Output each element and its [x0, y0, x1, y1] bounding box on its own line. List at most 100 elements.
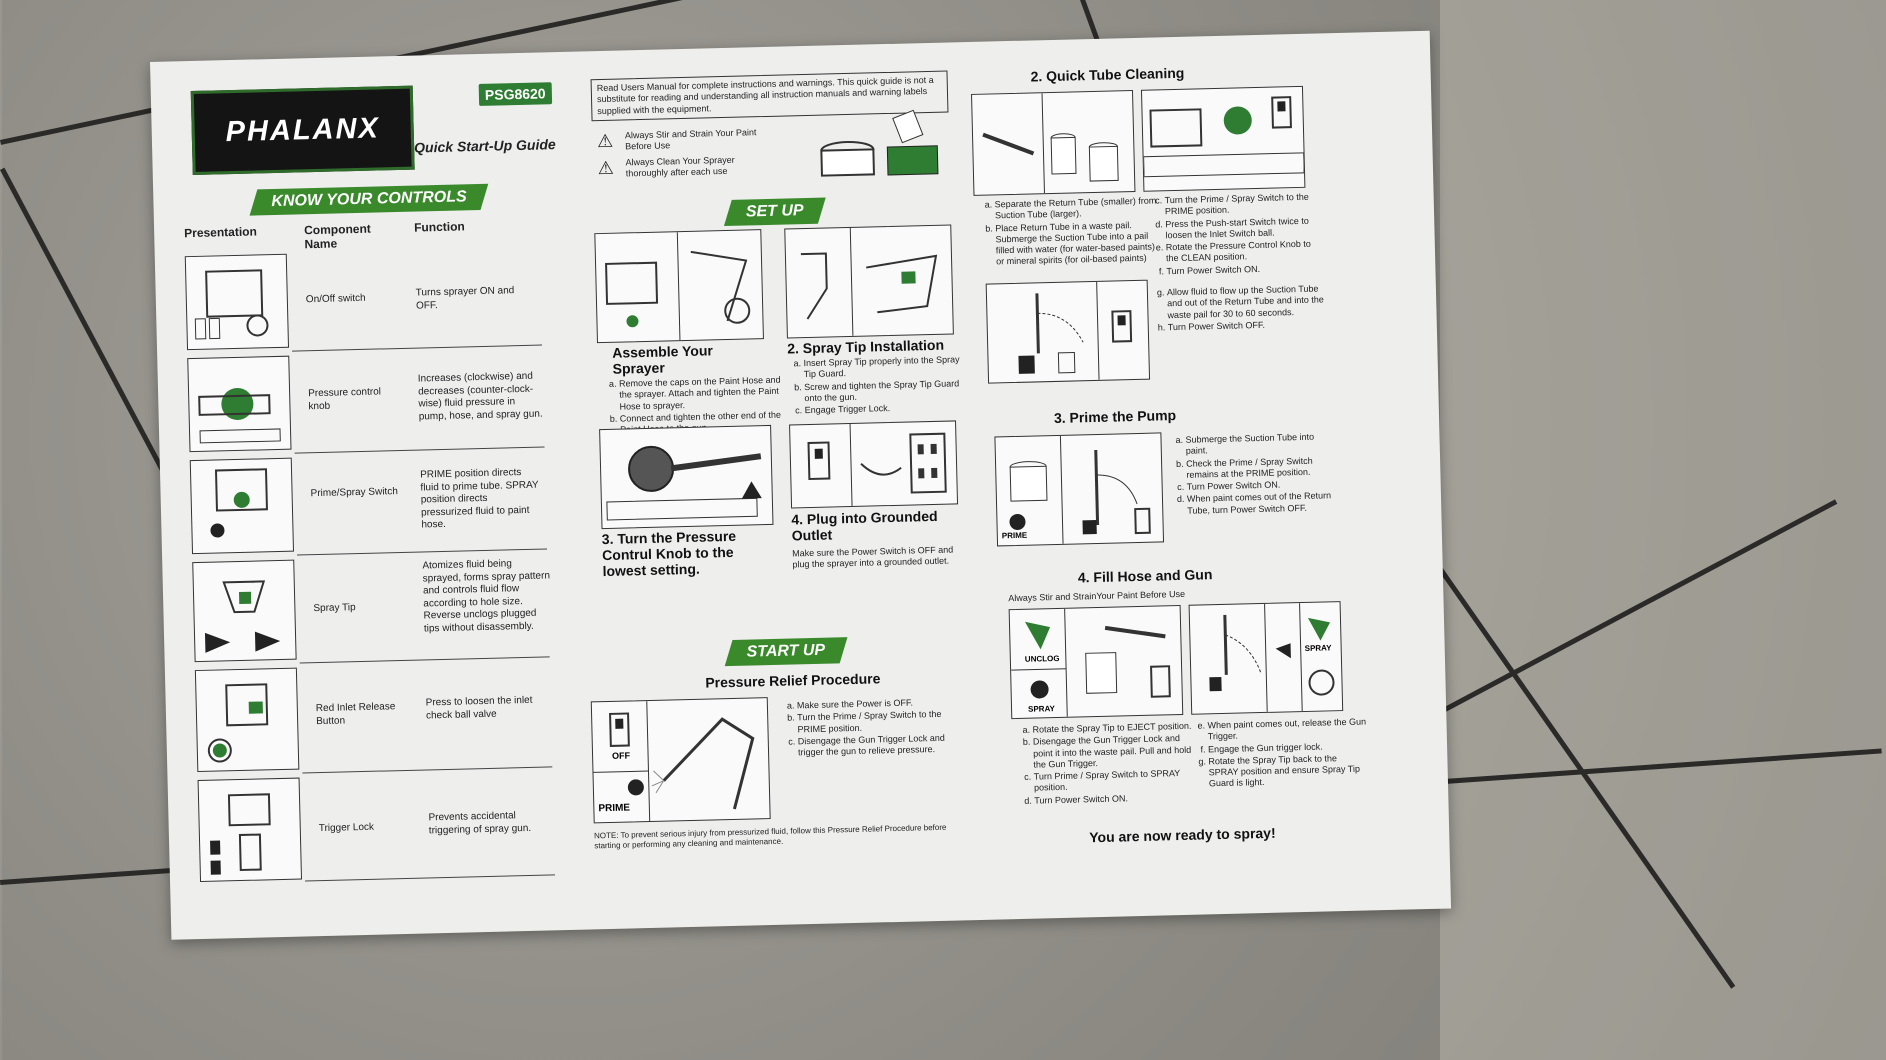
quick-start-sheet: PHALANX PSG8620 Quick Start-Up Guide KNO… [150, 30, 1452, 940]
fill-hose-steps-eg: When paint comes out, release the Gun Tr… [1191, 716, 1369, 791]
on-off-switch-illustration [184, 253, 290, 351]
relief-label-prime: PRIME [598, 802, 631, 815]
fill-spray-label-2: SPRAY [1304, 643, 1332, 653]
component-function: Turns sprayer ON and OFF. [415, 285, 515, 312]
tube-cleaning-gh-illustration [985, 279, 1151, 384]
component-name: Red Inlet Release Button [315, 701, 396, 727]
model-badge: PSG8620 [478, 82, 552, 106]
component-name: Spray Tip [313, 602, 356, 615]
spray-tip-install-illustration [784, 224, 954, 339]
pressure-relief-steps: Make sure the Power is OFF. Turn the Pri… [781, 696, 963, 760]
setup-banner: SET UP [723, 197, 826, 227]
step-text: Allow fluid to flow up the Suction Tube … [1167, 283, 1328, 321]
fill-hose-steps-ad: Rotate the Spray Tip to EJECT position. … [1016, 721, 1199, 808]
tube-cleaning-title: 2. Quick Tube Cleaning [1030, 64, 1185, 85]
floor-tile [1440, 0, 1886, 1060]
controls-row-5: Trigger Lock Prevents accidental trigger… [150, 31, 1430, 883]
assemble-title: Assemble Your Sprayer [612, 342, 714, 377]
row-divider [297, 548, 548, 556]
prime-spray-switch-illustration [189, 457, 295, 555]
warning-icon: ⚠ [596, 130, 614, 152]
step-text: Turn the Prime / Spray Switch to the PRI… [797, 709, 963, 736]
col-presentation: Presentation [184, 224, 258, 241]
pressure-relief-note: NOTE: To prevent serious injury from pre… [593, 822, 947, 851]
step-text: When paint comes out of the Return Tube,… [1187, 490, 1338, 516]
controls-row-2: Prime/Spray Switch PRIME position direct… [150, 31, 1430, 556]
tube-cleaning-ab-illustration [971, 89, 1136, 196]
row-divider [302, 766, 553, 774]
pressure-relief-illustration [590, 697, 771, 824]
spray-tip-install-title: 2. Spray Tip Installation [786, 336, 945, 357]
tube-cleaning-steps-gh: Allow fluid to flow up the Suction Tube … [1151, 283, 1328, 334]
step-text: Disengage the Gun Trigger Lock and trigg… [798, 732, 964, 759]
component-name: Prime/Spray Switch [310, 486, 398, 500]
turn-knob-title: 3. Turn the Pressure Contrul Knob to the… [601, 527, 737, 580]
controls-row-3: Spray Tip Atomizes fluid being sprayed, … [150, 31, 1430, 664]
step-text: Turn Prime / Spray Switch to SPRAY posit… [1034, 768, 1200, 795]
row-divider [294, 446, 545, 454]
component-function: Atomizes fluid being sprayed, forms spra… [422, 558, 551, 634]
fill-hose-title: 4. Fill Hose and Gun [1077, 566, 1213, 586]
prime-pump-title: 3. Prime the Pump [1053, 407, 1177, 427]
step-text: Rotate the Pressure Control Knob to the … [1166, 238, 1327, 264]
spray-tip-illustration [192, 559, 297, 663]
pressure-knob-lowest-illustration [599, 424, 774, 530]
warning-text: Always Stir and Strain Your Paint Before… [624, 127, 757, 152]
tube-cleaning-steps-cf: Turn the Prime / Spray Switch to the PRI… [1149, 191, 1327, 278]
controls-row-4: Red Inlet Release Button Press to loosen… [150, 31, 1430, 774]
component-name: Pressure control knob [308, 386, 382, 412]
plug-outlet-text: Make sure the Power Switch is OFF and pl… [792, 544, 954, 570]
component-name: Trigger Lock [318, 821, 375, 835]
fill-hose-eg-illustration [1188, 601, 1344, 715]
prime-label: PRIME [1001, 530, 1028, 541]
guide-title: Quick Start-Up Guide [413, 136, 556, 156]
col-function: Function [413, 219, 465, 235]
component-function: Press to loosen the inlet check ball val… [425, 694, 533, 721]
row-divider [305, 874, 555, 882]
unclog-label: UNCLOG [1024, 653, 1060, 664]
plug-outlet-illustration [789, 420, 959, 509]
pressure-relief-title: Pressure Relief Procedure [705, 670, 881, 691]
row-divider [292, 344, 543, 352]
component-function: Increases (clockwise) and decreases (cou… [417, 370, 543, 423]
brand-logo: PHALANX [190, 85, 415, 175]
warning-icon: ⚠ [597, 157, 615, 179]
trigger-lock-illustration [197, 777, 303, 883]
component-function: Prevents accidental triggering of spray … [428, 810, 532, 836]
row-divider [299, 656, 550, 664]
prime-pump-steps: Submerge the Suction Tube into paint. Ch… [1169, 431, 1337, 518]
warning-1: ⚠ Always Stir and Strain Your Paint Befo… [597, 127, 767, 154]
assemble-illustration [594, 229, 764, 344]
step-text: Place Return Tube in a waste pail. Subme… [995, 219, 1161, 268]
step-text: Remove the caps on the Paint Hose and th… [619, 375, 785, 413]
relief-label-off: OFF [611, 750, 631, 761]
step-text: Press the Push-start Switch twice to loo… [1165, 215, 1326, 241]
controls-row-0: On/Off switch Turns sprayer ON and OFF. [150, 31, 1430, 352]
fill-spray-label: SPRAY [1027, 704, 1056, 714]
step-text: Separate the Return Tube (smaller) from … [995, 195, 1161, 222]
ready-to-spray: You are now ready to spray! [1089, 824, 1276, 846]
inlet-release-button-illustration [194, 667, 300, 773]
spray-tip-install-steps: Insert Spray Tip properly into the Spray… [787, 354, 969, 418]
component-name: On/Off switch [305, 292, 366, 306]
component-function: PRIME position directs fluid to prime tu… [420, 467, 539, 531]
startup-banner: START UP [724, 637, 848, 667]
col-component-name: Component Name [303, 221, 371, 252]
fill-hose-ad-illustration [1008, 604, 1184, 720]
step-text: Turn the Prime / Spray Switch to the PRI… [1165, 191, 1326, 217]
step-text: Rotate the Spray Tip back to the SPRAY p… [1208, 752, 1369, 790]
pressure-knob-illustration [187, 355, 292, 453]
tube-cleaning-steps-ab: Separate the Return Tube (smaller) from … [979, 195, 1162, 269]
prime-pump-illustration [994, 432, 1165, 547]
step-text: When paint comes out, release the Gun Tr… [1207, 716, 1368, 742]
plug-outlet-title: 4. Plug into Grounded Outlet [791, 507, 938, 544]
controls-row-1: Pressure control knob Increases (clockwi… [150, 31, 1430, 454]
step-text: Submerge the Suction Tube into paint. [1185, 431, 1336, 457]
controls-banner: KNOW YOUR CONTROLS [249, 183, 489, 216]
step-text: Insert Spray Tip properly into the Spray… [803, 354, 969, 381]
warning-2: ⚠ Always Clean Your Sprayer thoroughly a… [597, 154, 767, 181]
paint-pail-illustration [811, 108, 943, 181]
step-text: Screw and tighten the Spray Tip Guard on… [804, 378, 970, 405]
fill-hose-subtitle: Always Stir and StrainYour Paint Before … [1008, 588, 1186, 604]
tube-cleaning-cf-illustration [1140, 85, 1306, 192]
